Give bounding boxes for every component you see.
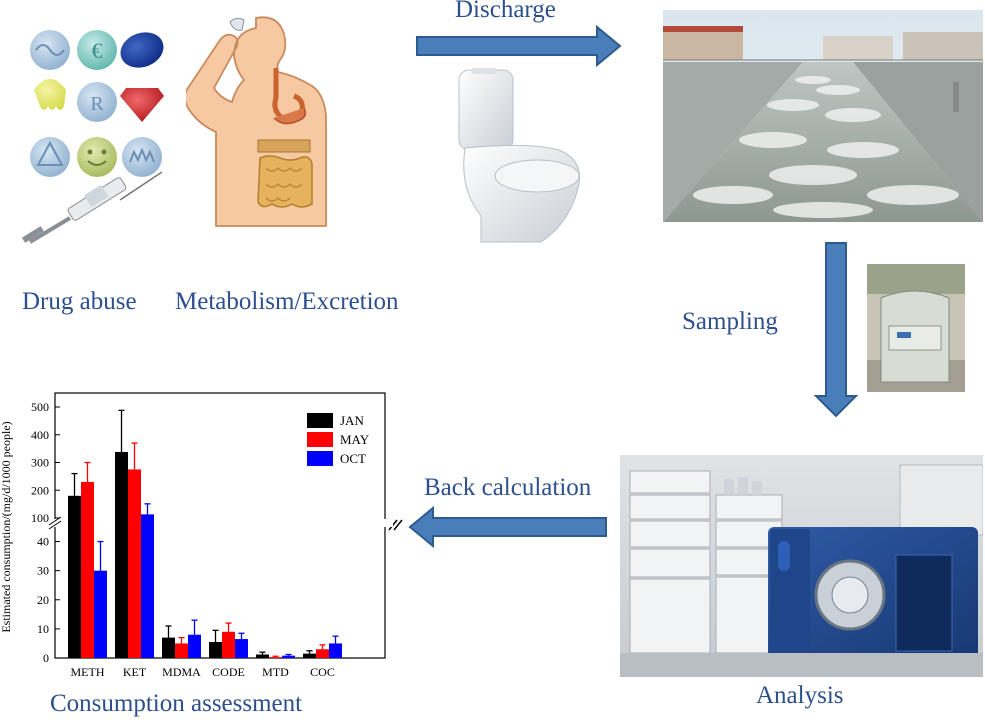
autosampler-photo <box>867 264 965 392</box>
metabolism-label: Metabolism/Excretion <box>175 288 399 315</box>
chart-legend-label-oct: OCT <box>340 451 366 466</box>
chart-bar-jan-coc <box>303 653 316 658</box>
chart-legend-swatch-oct <box>307 451 333 466</box>
chart-axis-break-gap <box>47 519 393 527</box>
chart-y-tick-label: 400 <box>31 428 49 442</box>
pill-icon: € R <box>30 30 164 177</box>
chart-bar-jan-mtd <box>256 654 269 658</box>
lc-ms-instrument-photo <box>620 455 983 677</box>
chart-y-tick-label: 0 <box>43 651 49 665</box>
chart-y-tick-label: 20 <box>37 593 49 607</box>
back-calculation-arrow-left <box>408 505 607 549</box>
chart-x-tick-label: MDMA <box>162 665 201 679</box>
chart-bar-may-meth <box>81 481 94 658</box>
chart-bar-oct-code <box>235 639 248 658</box>
sampling-label: Sampling <box>682 308 778 335</box>
svg-text:R: R <box>90 93 104 115</box>
drug-abuse-illustration: € R <box>22 30 164 244</box>
analysis-label: Analysis <box>756 682 844 709</box>
chart-bar-jan-ket <box>115 451 128 658</box>
chart-y-tick-label: 100 <box>31 511 49 525</box>
chart-x-tick-label: CODE <box>212 665 245 679</box>
chart-bar-oct-mtd <box>282 655 295 658</box>
drug-abuse-label: Drug abuse <box>22 288 137 315</box>
chart-x-tick-label: COC <box>310 665 335 679</box>
back-calculation-label: Back calculation <box>424 474 592 501</box>
chart-y-tick-label: 500 <box>31 400 49 414</box>
chart-bar-jan-meth <box>68 495 81 658</box>
chart-legend-swatch-jan <box>307 413 333 428</box>
chart-bar-jan-mdma <box>162 637 175 658</box>
chart-legend-label-may: MAY <box>340 432 370 447</box>
chart-x-tick-label: METH <box>71 665 105 679</box>
human-body-icon <box>186 16 327 227</box>
chart-bar-may-coc <box>316 649 329 658</box>
chart-axis-break-slash <box>48 520 62 530</box>
chart-legend-swatch-may <box>307 432 333 447</box>
chart-y-tick-label: 40 <box>37 535 49 549</box>
chart-y-tick-label: 300 <box>31 456 49 470</box>
chart-y-tick-label: 10 <box>37 622 49 636</box>
chart-bar-oct-coc <box>329 643 342 658</box>
chart-bar-jan-code <box>209 641 222 658</box>
discharge-arrow-right <box>416 24 622 68</box>
sampling-arrow-down <box>813 242 859 418</box>
syringe-icon <box>22 171 163 244</box>
chart-bar-may-mdma <box>175 643 188 658</box>
toilet-icon <box>458 68 581 243</box>
chart-y-tick-label: 200 <box>31 483 49 497</box>
treatment-plant-photo <box>663 10 983 222</box>
chart-bar-oct-meth <box>94 570 107 658</box>
chart-y-tick-label: 30 <box>37 564 49 578</box>
chart-bar-oct-mdma <box>188 634 201 658</box>
chart-bar-may-ket <box>128 469 141 658</box>
chart-bar-may-mtd <box>269 657 282 658</box>
svg-text:€: € <box>92 38 103 63</box>
chart-y-axis-label: Estimated consumption/(mg/d/1000 people) <box>0 421 13 632</box>
consumption-assessment-label: Consumption assessment <box>50 690 303 717</box>
chart-bar-may-code <box>222 631 235 658</box>
discharge-label: Discharge <box>455 0 556 23</box>
chart-legend-label-jan: JAN <box>340 413 364 428</box>
chart-bar-oct-ket <box>141 514 154 658</box>
chart-x-tick-label: MTD <box>262 665 289 679</box>
chart-x-tick-label: KET <box>123 665 147 679</box>
